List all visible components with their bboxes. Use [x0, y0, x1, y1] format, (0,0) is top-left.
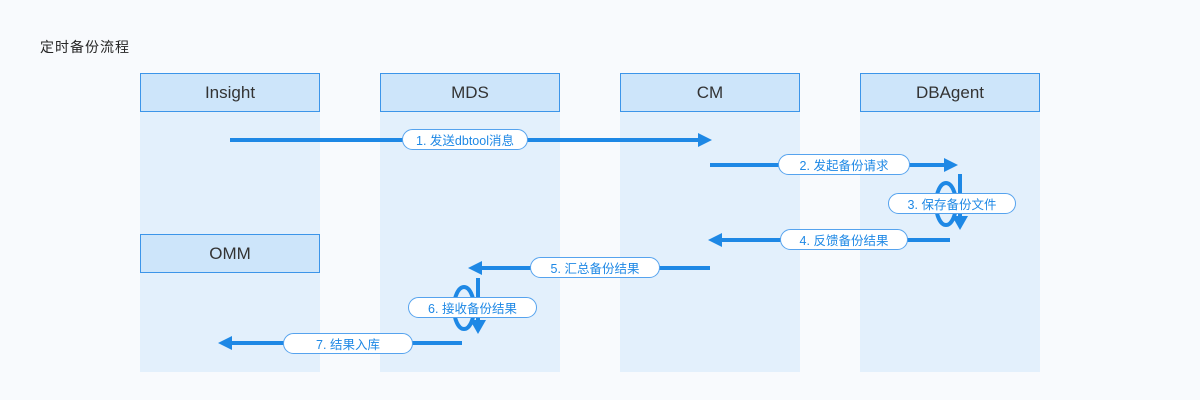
- actor-box-insight: Insight: [140, 73, 320, 112]
- actor-box-cm: CM: [620, 73, 800, 112]
- actor-box-omm: OMM: [140, 234, 320, 273]
- message-4-arrowhead-icon: [708, 233, 722, 247]
- message-1-label-pill: 1. 发送dbtool消息: [402, 129, 528, 150]
- message-4-label-pill: 4. 反馈备份结果: [780, 229, 908, 250]
- message-5-label: 5. 汇总备份结果: [550, 262, 640, 276]
- message-3-label-pill: 3. 保存备份文件: [888, 193, 1016, 214]
- message-6-label-pill: 6. 接收备份结果: [408, 297, 537, 318]
- actor-label-cm: CM: [696, 82, 724, 102]
- message-5-arrowhead-icon: [468, 261, 482, 275]
- message-2-label: 2. 发起备份请求: [799, 159, 889, 173]
- message-6-label: 6. 接收备份结果: [428, 302, 517, 316]
- actor-label-insight: Insight: [204, 82, 256, 102]
- lifeline-column-mds: [380, 112, 560, 372]
- actor-box-mds: MDS: [380, 73, 560, 112]
- message-1-arrowhead-icon: [698, 133, 712, 147]
- message-5-label-pill: 5. 汇总备份结果: [530, 257, 660, 278]
- actor-label-dbagent: DBAgent: [915, 82, 985, 102]
- message-2-arrowhead-icon: [944, 158, 958, 172]
- message-7-label: 7. 结果入库: [316, 338, 380, 352]
- actor-label-omm: OMM: [209, 243, 251, 263]
- message-2-label-pill: 2. 发起备份请求: [778, 154, 910, 175]
- actor-box-dbagent: DBAgent: [860, 73, 1040, 112]
- message-3-label: 3. 保存备份文件: [907, 198, 997, 212]
- message-1-label: 1. 发送dbtool消息: [416, 134, 514, 148]
- actor-label-mds: MDS: [451, 82, 489, 102]
- message-7-arrowhead-icon: [218, 336, 232, 350]
- message-7-label-pill: 7. 结果入库: [283, 333, 413, 354]
- diagram-title: 定时备份流程: [40, 39, 130, 55]
- message-4-label: 4. 反馈备份结果: [799, 234, 889, 248]
